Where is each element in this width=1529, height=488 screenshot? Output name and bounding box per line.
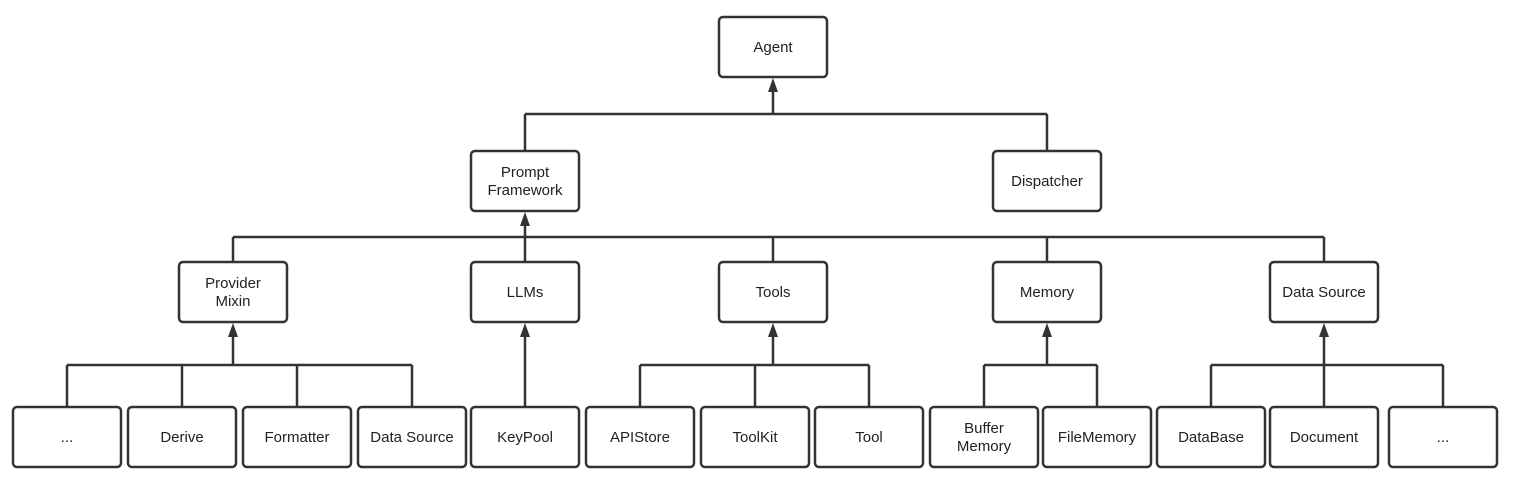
node-box bbox=[928, 405, 1040, 469]
arrowhead-to-memory bbox=[1042, 323, 1052, 337]
node-label: Document bbox=[1290, 429, 1359, 446]
node-ellipsis-right: ... bbox=[1387, 405, 1499, 469]
node-label: Agent bbox=[753, 39, 793, 56]
node-data-source-leaf: Data Source bbox=[356, 405, 468, 469]
node-label: APIStore bbox=[610, 429, 670, 446]
arrowhead-to-provider-mixin bbox=[228, 323, 238, 337]
node-label: Tool bbox=[855, 429, 883, 446]
node-box bbox=[991, 260, 1103, 324]
node-label: ... bbox=[1437, 429, 1450, 446]
edges-layer bbox=[65, 78, 1445, 407]
node-label: Data Source bbox=[370, 429, 453, 446]
node-label: Formatter bbox=[264, 429, 329, 446]
node-box bbox=[126, 405, 238, 469]
node-tools: Tools bbox=[717, 260, 829, 324]
node-label: Dispatcher bbox=[1011, 173, 1083, 190]
arrowhead-to-prompt-framework bbox=[520, 212, 530, 226]
node-formatter: Formatter bbox=[241, 405, 353, 469]
node-label: Derive bbox=[160, 429, 203, 446]
node-agent: Agent bbox=[717, 15, 829, 79]
node-box bbox=[1041, 405, 1153, 469]
arrowhead-to-data-source bbox=[1319, 323, 1329, 337]
node-label: Memory bbox=[1020, 284, 1075, 301]
node-box bbox=[11, 405, 123, 469]
node-box bbox=[699, 405, 811, 469]
node-box bbox=[356, 405, 468, 469]
node-label: ... bbox=[61, 429, 74, 446]
node-box bbox=[813, 405, 925, 469]
node-database: DataBase bbox=[1155, 405, 1267, 469]
node-box bbox=[1268, 260, 1380, 324]
node-box bbox=[241, 405, 353, 469]
node-box bbox=[717, 15, 829, 79]
node-box bbox=[991, 149, 1103, 213]
node-label: FileMemory bbox=[1058, 429, 1137, 446]
node-filememory: FileMemory bbox=[1041, 405, 1153, 469]
node-label: DataBase bbox=[1178, 429, 1244, 446]
node-dispatcher: Dispatcher bbox=[991, 149, 1103, 213]
node-llms: LLMs bbox=[469, 260, 581, 324]
node-label: Tools bbox=[755, 284, 790, 301]
arrowhead-to-agent bbox=[768, 78, 778, 92]
node-box bbox=[717, 260, 829, 324]
arrowhead-to-llms bbox=[520, 323, 530, 337]
node-label: Data Source bbox=[1282, 284, 1365, 301]
node-box bbox=[1155, 405, 1267, 469]
node-box bbox=[1387, 405, 1499, 469]
node-box bbox=[469, 405, 581, 469]
arrowhead-to-tools bbox=[768, 323, 778, 337]
node-label: KeyPool bbox=[497, 429, 553, 446]
node-toolkit: ToolKit bbox=[699, 405, 811, 469]
node-box bbox=[469, 260, 581, 324]
node-label: ToolKit bbox=[732, 429, 778, 446]
node-keypool: KeyPool bbox=[469, 405, 581, 469]
node-box bbox=[1268, 405, 1380, 469]
node-apistore: APIStore bbox=[584, 405, 696, 469]
node-data-source: Data Source bbox=[1268, 260, 1380, 324]
node-box bbox=[469, 149, 581, 213]
node-box bbox=[584, 405, 696, 469]
node-derive: Derive bbox=[126, 405, 238, 469]
node-label: LLMs bbox=[507, 284, 544, 301]
node-ellipsis-left: ... bbox=[11, 405, 123, 469]
node-memory: Memory bbox=[991, 260, 1103, 324]
node-box bbox=[177, 260, 289, 324]
node-tool: Tool bbox=[813, 405, 925, 469]
node-document: Document bbox=[1268, 405, 1380, 469]
